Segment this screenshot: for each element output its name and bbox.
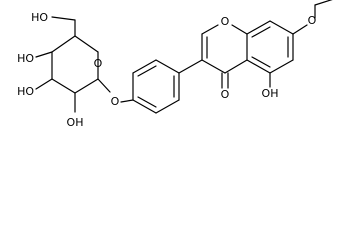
bond [155, 99, 180, 114]
bond [224, 59, 248, 74]
bond [269, 59, 294, 74]
bond [155, 59, 180, 74]
bond [74, 78, 99, 94]
chromone-ring-oxygen-label: O [221, 15, 230, 28]
hydroxymethyl-oh-label: HO [31, 11, 48, 24]
bond [51, 78, 76, 94]
glycosidic-oxygen-label: O [111, 95, 120, 108]
phenol-oh-label: OH [262, 87, 279, 100]
sugar-oh-label-2: OH [67, 116, 84, 129]
bond [51, 35, 76, 53]
bond [35, 78, 53, 90]
atom-labels: HO O HO HO OH O O O O OH [17, 11, 317, 129]
bond [251, 56, 271, 68]
ring-oxygen-label: O [94, 57, 103, 70]
bond [120, 99, 134, 103]
bond [137, 65, 157, 77]
bond [231, 24, 248, 35]
bond [251, 26, 271, 38]
bond [246, 20, 271, 35]
sugar-oh-label-4: HO [17, 52, 34, 65]
bond-lines [35, 0, 333, 114]
bond [292, 24, 308, 35]
bond [74, 35, 99, 53]
bond [269, 20, 294, 35]
bond [132, 59, 157, 74]
bond [314, 0, 333, 6]
bond [137, 96, 157, 108]
bond [35, 51, 53, 58]
bond [201, 59, 226, 74]
ethoxy-oxygen-label: O [308, 14, 317, 27]
carbonyl-oxygen-label: O [221, 88, 230, 101]
bond [51, 16, 76, 21]
molecule-structure-diagram: HO O HO HO OH O O O O OH [17, 0, 333, 129]
bond [201, 24, 219, 35]
bond [97, 78, 111, 93]
bond [246, 59, 271, 74]
bond [132, 99, 157, 114]
bond [178, 59, 203, 74]
sugar-oh-label-3: HO [17, 85, 34, 98]
